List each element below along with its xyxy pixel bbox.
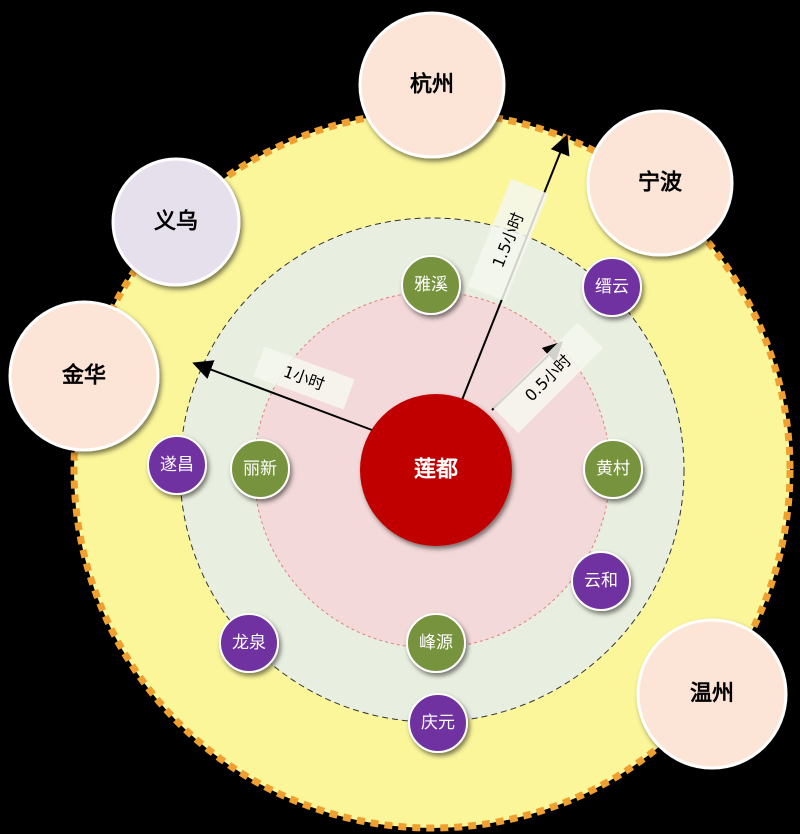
svg-text:丽新: 丽新 (243, 459, 277, 479)
svg-text:龙泉: 龙泉 (232, 633, 266, 653)
town-longquan: 龙泉 (219, 613, 279, 673)
city-hangzhou: 杭州 (358, 11, 506, 159)
city-jinhua: 金华 (8, 300, 160, 452)
town-yunhe: 云和 (571, 551, 631, 611)
svg-text:缙云: 缙云 (595, 277, 629, 297)
svg-text:杭州: 杭州 (410, 72, 454, 98)
city-yiwu: 义乌 (111, 157, 241, 287)
svg-text:莲都: 莲都 (414, 458, 458, 483)
town-jinyun: 缙云 (582, 257, 642, 317)
svg-text:黄村: 黄村 (596, 459, 630, 479)
town-fengyuan: 峰源 (406, 613, 466, 673)
svg-text:义乌: 义乌 (154, 209, 198, 235)
label-1-hour: 1小时 (253, 346, 355, 410)
svg-text:温州: 温州 (690, 682, 734, 707)
town-lixin: 丽新 (230, 439, 290, 499)
label-1-5-hour: 1.5小时 (467, 178, 549, 302)
arrow-1-hour (192, 360, 373, 431)
svg-text:庆元: 庆元 (421, 713, 455, 733)
town-yaxi: 雅溪 (401, 255, 461, 315)
svg-text:宁波: 宁波 (638, 170, 683, 196)
town-nodes: 雅溪 丽新 黄村 峰源 缙云 遂昌 云和 龙泉 (147, 255, 643, 753)
center-node: 莲都 (360, 394, 512, 546)
city-nodes: 杭州 宁波 义乌 金华 温州 (8, 11, 788, 770)
svg-text:遂昌: 遂昌 (160, 455, 194, 475)
city-ningbo: 宁波 (586, 109, 734, 257)
svg-text:云和: 云和 (584, 571, 618, 591)
town-huangcun: 黄村 (583, 439, 643, 499)
town-qingyuan: 庆元 (408, 693, 468, 753)
svg-text:雅溪: 雅溪 (414, 275, 448, 295)
city-wenzhou: 温州 (636, 618, 788, 770)
town-suichang: 遂昌 (147, 435, 207, 495)
svg-text:峰源: 峰源 (419, 633, 453, 653)
svg-text:金华: 金华 (61, 363, 106, 389)
